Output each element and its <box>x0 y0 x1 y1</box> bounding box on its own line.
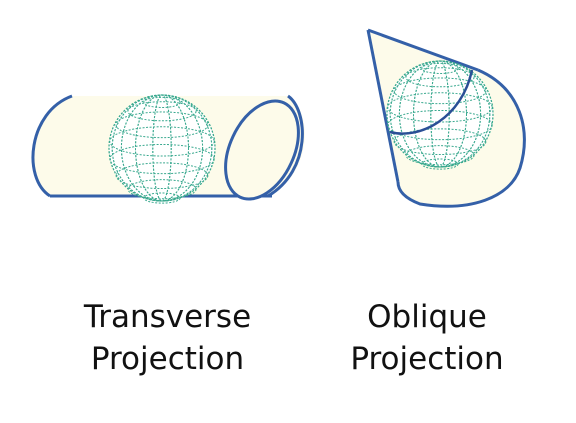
globe-latitude <box>127 101 197 122</box>
globe-latitude <box>143 96 181 108</box>
transverse-caption-line1: Transverse <box>83 299 252 335</box>
cone-tangent-line <box>389 69 474 135</box>
globe-latitude <box>393 128 487 156</box>
cylinder-top-right-edge <box>267 94 304 198</box>
oblique-projection <box>366 28 526 208</box>
transverse-projection <box>31 94 305 204</box>
globe-latitude <box>405 67 475 88</box>
globe-outline <box>386 60 494 168</box>
cylinder-left-edge <box>31 94 73 198</box>
globe-latitude <box>115 162 209 190</box>
globe-icon <box>108 94 216 204</box>
cylinder-front-ellipse <box>224 99 300 201</box>
transverse-caption: Transverse Projection <box>50 296 285 380</box>
globe-longitude <box>389 60 491 168</box>
transverse-caption-line2: Projection <box>90 341 245 377</box>
oblique-caption-line2: Projection <box>350 341 504 377</box>
oblique-caption: Oblique Projection <box>312 296 542 380</box>
cone-base-edge <box>396 68 526 208</box>
globe-latitude <box>393 77 487 105</box>
globe-longitude <box>111 94 213 202</box>
globe-latitude <box>115 111 209 139</box>
oblique-caption-line1: Oblique <box>367 299 487 335</box>
globe-latitude <box>421 62 459 74</box>
globe-outline <box>108 94 216 202</box>
cone-right-edge <box>367 28 479 72</box>
cone-left-edge <box>366 29 400 183</box>
